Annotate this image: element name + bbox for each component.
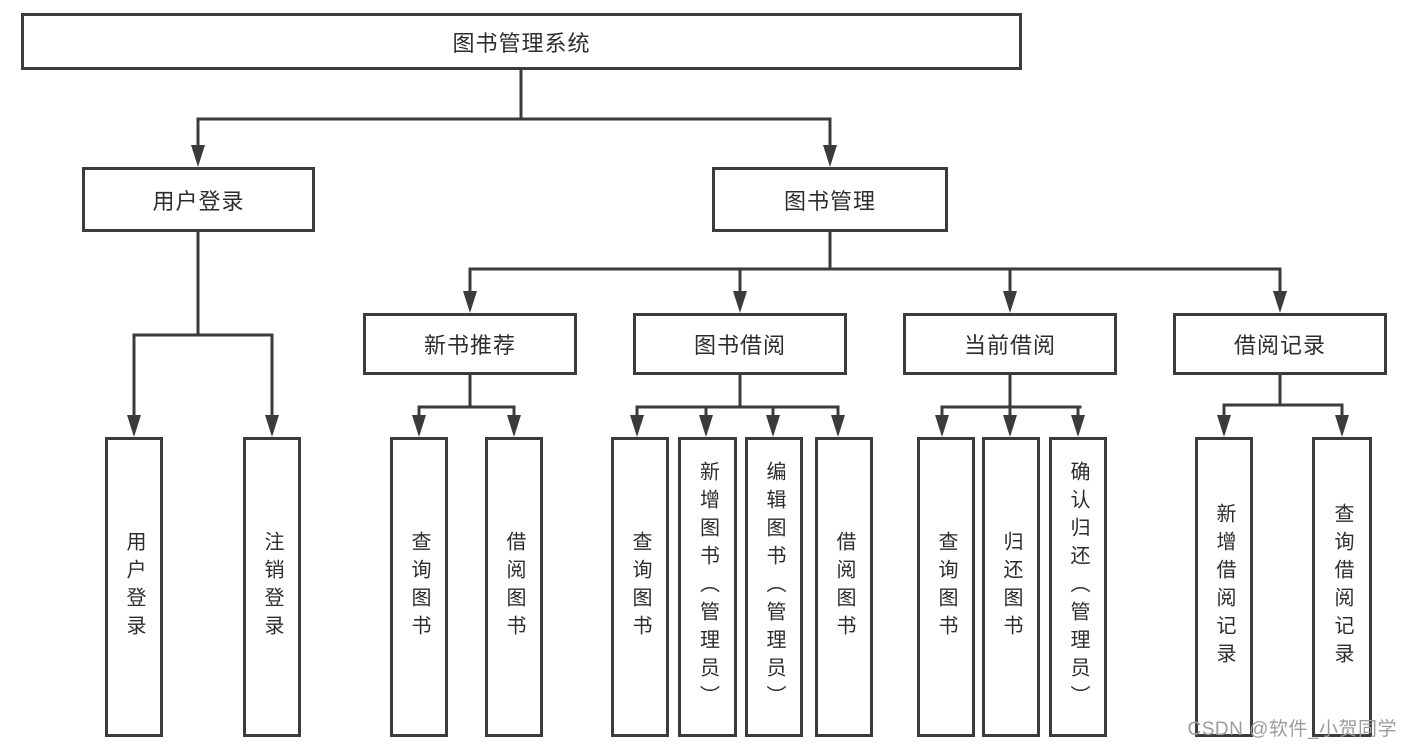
watermark: CSDN @软件_小贺同学 (1187, 719, 1397, 740)
leaf-borrow-books: 借阅图书 (815, 437, 873, 737)
node-label: 查询图书 (935, 531, 957, 643)
node-label: 查询借阅记录 (1331, 503, 1353, 671)
leaf-user-login: 用户登录 (105, 437, 163, 737)
node-label: 新书推荐 (423, 333, 516, 358)
leaf-return-books: 归还图书 (982, 437, 1040, 737)
node-label: 用户登录 (152, 188, 245, 214)
node-library-management-system: 图书管理系统 (21, 13, 1022, 70)
node-user-login: 用户登录 (82, 167, 315, 232)
leaf-confirm-return-admin: 确认归还（管理员） (1049, 437, 1107, 737)
node-current-borrowing: 当前借阅 (903, 313, 1117, 375)
node-label: 新增借阅记录 (1213, 503, 1235, 671)
node-book-borrowing: 图书借阅 (633, 313, 847, 375)
leaf-borrow-books-recommend: 借阅图书 (485, 437, 543, 737)
node-label: 编辑图书（管理员） (763, 461, 785, 713)
node-book-management: 图书管理 (712, 167, 948, 232)
node-label: 图书借阅 (693, 333, 786, 358)
leaf-add-books-admin: 新增图书（管理员） (678, 437, 737, 737)
node-label: 当前借阅 (963, 333, 1056, 358)
node-new-book-recommendation: 新书推荐 (363, 313, 577, 375)
node-label: 图书管理系统 (452, 30, 591, 56)
leaf-query-books-borrowing: 查询图书 (611, 437, 669, 737)
node-label: 查询图书 (629, 531, 651, 643)
leaf-query-borrow-record: 查询借阅记录 (1312, 437, 1372, 737)
node-label: 查询图书 (408, 531, 430, 643)
node-label: 用户登录 (123, 531, 145, 643)
node-label: 新增图书（管理员） (696, 461, 719, 713)
node-label: 图书管理 (783, 188, 876, 214)
node-label: 注销登录 (261, 531, 283, 643)
node-label: 借阅图书 (833, 531, 855, 643)
node-label: 借阅记录 (1233, 333, 1326, 358)
leaf-query-books-recommend: 查询图书 (390, 437, 448, 737)
node-label: 归还图书 (1000, 531, 1022, 643)
node-borrowing-records: 借阅记录 (1173, 313, 1387, 375)
node-label: 确认归还（管理员） (1067, 461, 1089, 713)
leaf-logout: 注销登录 (243, 437, 301, 737)
leaf-edit-books-admin: 编辑图书（管理员） (745, 437, 803, 737)
node-label: 借阅图书 (503, 531, 525, 643)
leaf-query-books-current: 查询图书 (917, 437, 975, 737)
leaf-add-borrow-record: 新增借阅记录 (1195, 437, 1253, 737)
